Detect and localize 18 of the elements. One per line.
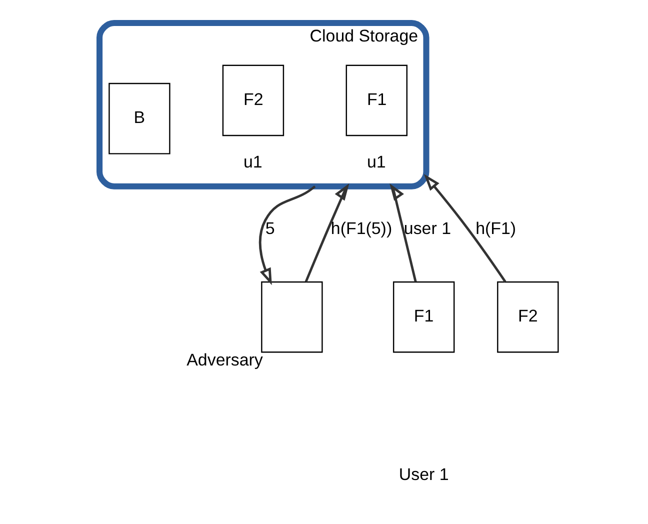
label: User 1 (398, 465, 449, 484)
edge-label: 5 (265, 218, 275, 238)
edge-label: user 1 (404, 218, 452, 238)
node-label: u1 (366, 152, 386, 172)
node-box: F2 (222, 64, 284, 136)
arrow (258, 185, 316, 286)
node-box (261, 281, 323, 353)
arrow (424, 174, 506, 282)
node-box: F2 (497, 281, 559, 353)
node-box: F1 (392, 281, 455, 353)
arrow (304, 183, 350, 282)
node-label: u1 (244, 152, 262, 172)
node-label: Adversary (186, 350, 263, 370)
arrow (390, 183, 417, 282)
edge-label: h(F1) (476, 218, 516, 238)
node-box: F1 (346, 64, 408, 136)
edge-label: h(F1(5)) (330, 218, 392, 238)
node-box: B (108, 82, 170, 154)
